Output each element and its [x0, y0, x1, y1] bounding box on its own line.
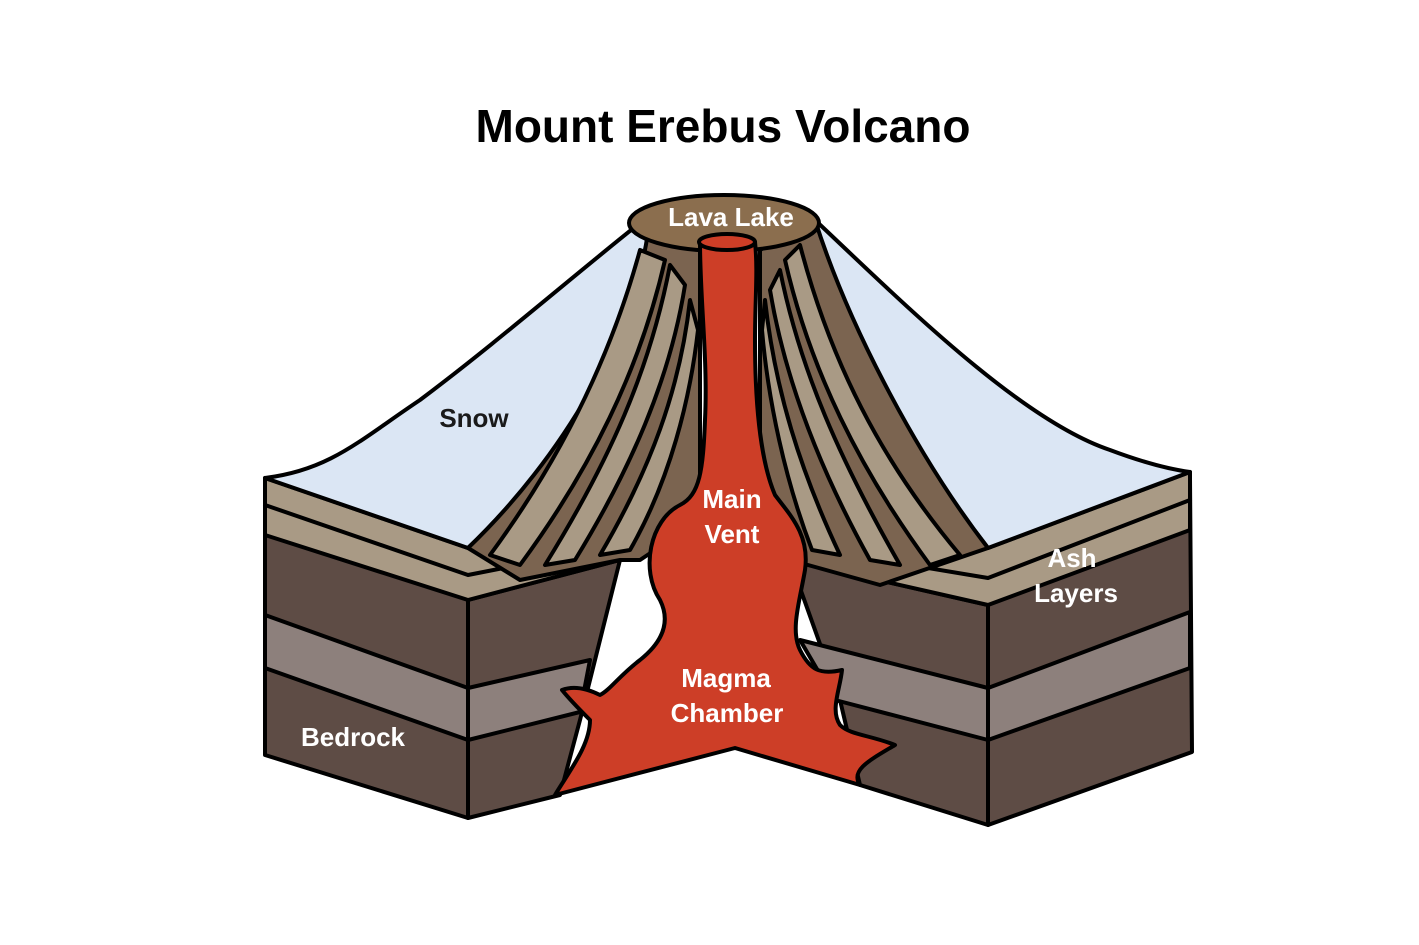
label-ash-layers-line2: Layers — [1034, 578, 1118, 608]
volcano-cone-cutaway — [466, 213, 990, 587]
label-magma-chamber-line1: Magma — [681, 663, 771, 693]
label-main-vent-line2: Vent — [705, 519, 760, 549]
label-main-vent-line1: Main — [702, 484, 761, 514]
ash-band-left-3 — [598, 298, 700, 557]
bedrock-right-gray-band — [986, 610, 1192, 742]
main-vent-magma — [553, 240, 897, 797]
diagram-title: Mount Erebus Volcano — [476, 100, 971, 152]
label-bedrock: Bedrock — [301, 722, 406, 752]
bedrock-block — [263, 476, 1194, 827]
label-snow: Snow — [439, 403, 509, 433]
snow-slopes — [263, 213, 1192, 550]
label-lava-lake: Lava Lake — [668, 202, 794, 232]
label-magma-chamber-line2: Chamber — [671, 698, 784, 728]
ash-band-right-3 — [760, 298, 842, 557]
ash-band-right-2 — [768, 268, 902, 567]
ash-band-left-1 — [488, 248, 667, 567]
main-vent-top — [697, 232, 757, 252]
ash-band-left-2 — [543, 263, 687, 567]
label-ash-layers-line1: Ash — [1047, 543, 1096, 573]
ash-band-right-1 — [783, 243, 962, 567]
